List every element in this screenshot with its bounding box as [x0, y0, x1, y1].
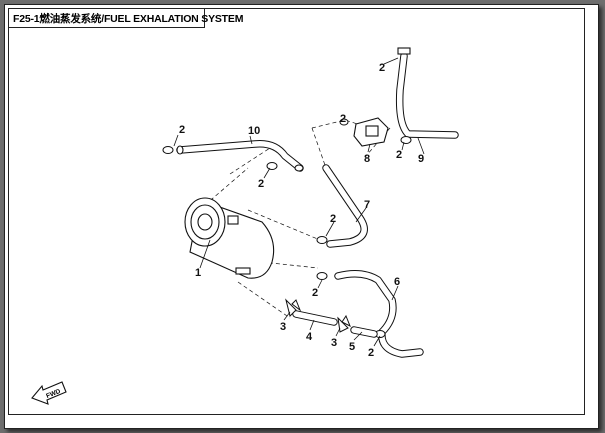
forward-direction-arrow: FWD	[31, 381, 67, 405]
callout-2-a: 2	[179, 124, 185, 136]
drawing-frame	[4, 4, 599, 429]
callout-5: 5	[349, 341, 355, 353]
part-6-hose	[316, 270, 424, 358]
callout-2-h: 2	[368, 347, 374, 359]
part-7-hose	[316, 164, 368, 248]
callout-3-a: 3	[280, 321, 286, 333]
callout-4: 4	[306, 331, 313, 343]
part-4-tube	[292, 310, 338, 326]
callout-3-b: 3	[331, 337, 337, 349]
callout-6: 6	[394, 276, 400, 288]
callout-10: 10	[248, 125, 260, 137]
callout-7: 7	[364, 199, 370, 211]
callout-2-f: 2	[330, 213, 336, 225]
callout-numbers: 2 10 2 2 2 8 2 9 7 2 1 2 6 3 4 3 5 2	[179, 62, 424, 359]
callout-1: 1	[195, 267, 201, 279]
callout-2-b: 2	[258, 178, 264, 190]
drawing-border	[8, 8, 585, 415]
part-9-hose	[395, 47, 459, 144]
callout-2-d: 2	[340, 113, 346, 125]
callout-9: 9	[418, 153, 424, 165]
callout-2-g: 2	[312, 287, 318, 299]
leader-lines	[173, 57, 425, 347]
callout-2-c: 2	[379, 62, 385, 74]
part-8-valve	[339, 117, 389, 147]
part-1-canister	[184, 197, 275, 279]
page-title: F25-1燃油蒸发系统/FUEL EXHALATION SYSTEM	[8, 8, 243, 28]
callout-8: 8	[364, 153, 370, 165]
callout-2-e: 2	[396, 149, 402, 161]
part-3-clamps	[285, 298, 351, 333]
part-5-connector	[350, 326, 378, 338]
part-10-hose	[162, 140, 304, 172]
